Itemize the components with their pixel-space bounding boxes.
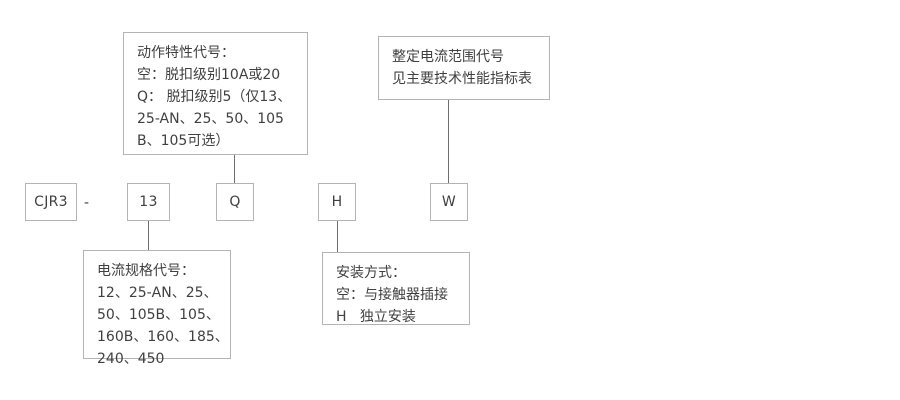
note-line: 空：脱扣级别10A或20 — [137, 67, 281, 83]
code-separator: - — [84, 195, 90, 211]
code-box-mounting-method: H — [318, 183, 356, 221]
note-line: 25-AN、25、50、105 — [137, 111, 284, 127]
note-line: 50、105B、105、 — [97, 307, 220, 323]
note-line: 整定电流范围代号 — [392, 49, 504, 65]
action-characteristic-note: 动作特性代号： 空：脱扣级别10A或20 Q： 脱扣级别5（仅13、 25-AN… — [123, 32, 308, 155]
note-line: 空：与接触器插接 — [336, 287, 448, 303]
code-label-current-range: W — [441, 194, 457, 210]
code-box-current-rating: 13 — [127, 183, 170, 221]
code-label-action-characteristic: Q — [229, 194, 241, 210]
note-line: 160B、160、185、 — [97, 329, 229, 345]
note-line: 12、25-AN、25、 — [97, 285, 218, 301]
code-label-mounting-method: H — [331, 194, 343, 210]
note-line: H 独立安装 — [336, 309, 416, 325]
current-range-note: 整定电流范围代号 见主要技术性能指标表 — [378, 36, 550, 100]
current-rating-note: 电流规格代号： 12、25-AN、25、 50、105B、105、 160B、1… — [83, 250, 231, 367]
code-box-current-range: W — [430, 183, 468, 221]
code-label-current-rating: 13 — [139, 194, 158, 210]
note-line: 240、450 — [97, 351, 165, 367]
connector-mounting-method — [337, 221, 338, 252]
note-line: 见主要技术性能指标表 — [392, 71, 532, 87]
connector-action-characteristic — [234, 155, 235, 183]
connector-current-rating — [148, 221, 149, 250]
code-box-series: CJR3 — [25, 183, 77, 221]
note-line: B、105可选） — [137, 133, 230, 149]
note-line: 安装方式： — [336, 265, 406, 281]
code-label-series: CJR3 — [34, 194, 68, 210]
connector-current-range — [448, 100, 449, 183]
note-line: Q： 脱扣级别5（仅13、 — [137, 89, 292, 105]
code-box-action-characteristic: Q — [216, 183, 254, 221]
mounting-method-note: 安装方式： 空：与接触器插接 H 独立安装 — [322, 252, 470, 325]
note-line: 电流规格代号： — [97, 263, 195, 279]
note-line: 动作特性代号： — [137, 45, 235, 61]
